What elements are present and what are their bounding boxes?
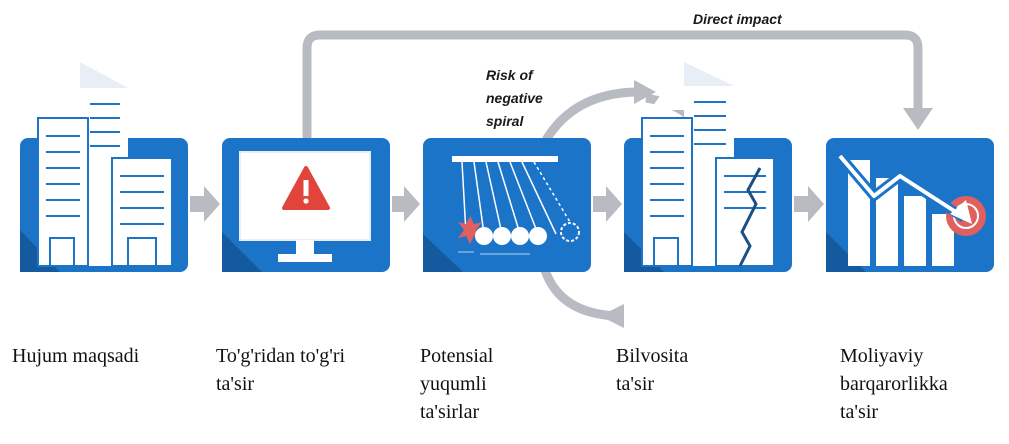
caption-line: ta'sir bbox=[216, 373, 255, 395]
caption-line: To'g'ridan to'g'ri bbox=[216, 345, 346, 367]
direct-impact-arrow bbox=[302, 30, 933, 140]
caption-potential-contagion: Potensial yuqumli ta'sirlar bbox=[420, 342, 493, 426]
flow-arrow-1 bbox=[190, 186, 220, 222]
direct-impact-label: Direct impact bbox=[693, 11, 783, 27]
caption-direct-impact: To'g'ridan to'g'ri ta'sir bbox=[216, 342, 345, 398]
caption-line: Hujum maqsadi bbox=[12, 345, 140, 367]
caption-attack-target: Hujum maqsadi bbox=[12, 342, 139, 370]
monitor-warning-icon bbox=[239, 151, 371, 262]
panel-direct-impact bbox=[222, 138, 390, 272]
panel-potential-contagion bbox=[423, 138, 591, 272]
flow-arrow-4 bbox=[794, 186, 824, 222]
panel-attack-target bbox=[20, 62, 188, 272]
buildings-icon bbox=[37, 62, 173, 267]
caption-line: barqarorlikka bbox=[840, 373, 948, 395]
risk-label-line-3: spiral bbox=[486, 113, 524, 129]
risk-of-negative-spiral-label: Risk of negative spiral bbox=[486, 67, 543, 129]
caption-line: Moliyaviy bbox=[840, 345, 924, 367]
panel-indirect-impact bbox=[624, 62, 792, 272]
flow-arrow-2 bbox=[392, 186, 420, 222]
caption-line: ta'sir bbox=[616, 373, 655, 395]
caption-line: yuqumli bbox=[420, 373, 487, 395]
caption-line: Bilvosita bbox=[616, 345, 689, 367]
caption-line: ta'sirlar bbox=[420, 401, 480, 423]
declining-chart-icon bbox=[836, 152, 986, 266]
caption-line: Potensial bbox=[420, 345, 494, 367]
risk-label-line-1: Risk of bbox=[486, 67, 534, 83]
caption-financial-stability-impact: Moliyaviy barqarorlikka ta'sir bbox=[840, 342, 948, 426]
panel-financial-stability-impact bbox=[826, 138, 994, 272]
flow-arrow-3 bbox=[593, 186, 622, 222]
caption-line: ta'sir bbox=[840, 401, 879, 423]
newtons-cradle-icon bbox=[452, 156, 580, 255]
caption-indirect-impact: Bilvosita ta'sir bbox=[616, 342, 688, 398]
risk-label-line-2: negative bbox=[486, 90, 543, 106]
cracked-building-icon bbox=[641, 62, 775, 267]
